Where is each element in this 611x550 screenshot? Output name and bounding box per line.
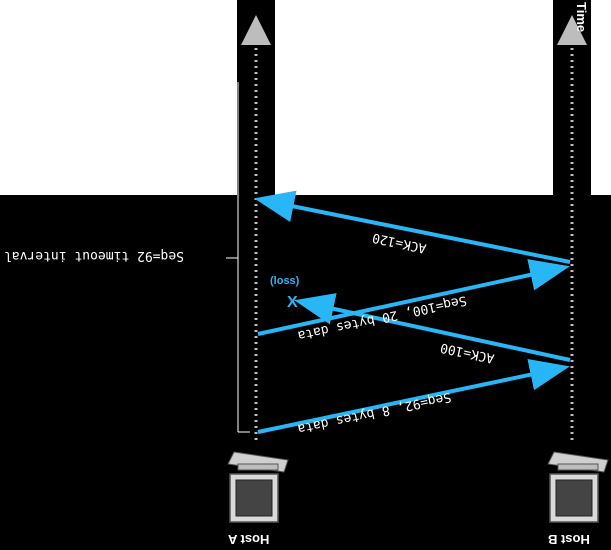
host-a-time-label: Time <box>221 0 236 31</box>
host-b-computer-icon <box>547 451 609 523</box>
diagram-background <box>0 195 611 550</box>
loss-x-mark: X <box>287 294 298 311</box>
host-b-time-label: Time <box>574 2 589 33</box>
host-a-label: Host A <box>228 532 270 547</box>
host-b-label: Host B <box>548 532 590 547</box>
message-arrow-ack100 <box>294 293 571 362</box>
loss-label: (loss) <box>270 275 300 287</box>
host-a-computer-icon <box>227 451 289 523</box>
timeout-interval-label: Seq=92 timeout interval <box>4 248 185 263</box>
message-arrow-seq92 <box>257 358 570 434</box>
message-arrow-ack120 <box>254 190 571 264</box>
